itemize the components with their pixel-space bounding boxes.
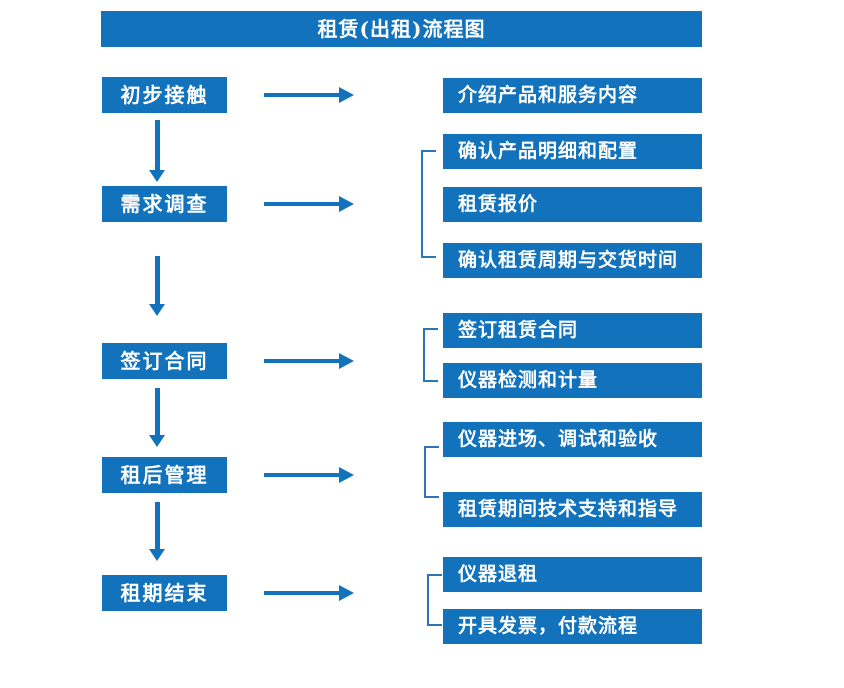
group-bracket xyxy=(421,150,436,258)
group-bracket xyxy=(427,574,442,626)
right-arrow-head xyxy=(339,196,354,212)
stage-box-sign-contract: 签订合同 xyxy=(102,343,227,379)
right-arrow xyxy=(264,196,354,212)
down-arrow xyxy=(149,120,165,182)
output-box-rental-quote: 租赁报价 xyxy=(443,187,702,222)
right-arrow xyxy=(264,353,354,369)
down-arrow-head xyxy=(149,170,165,182)
output-box-instrument-return: 仪器退租 xyxy=(443,557,702,592)
down-arrow-head xyxy=(149,435,165,447)
output-box-instrument-testing: 仪器检测和计量 xyxy=(443,363,702,398)
down-arrow-head xyxy=(149,304,165,316)
down-arrow xyxy=(149,256,165,316)
right-arrow xyxy=(264,87,354,103)
right-arrow xyxy=(264,585,354,601)
group-bracket xyxy=(424,446,439,498)
right-arrow-head xyxy=(339,585,354,601)
right-arrow-shaft xyxy=(264,202,340,206)
stage-box-rental-end: 租期结束 xyxy=(102,575,227,611)
flowchart-title: 租赁(出租)流程图 xyxy=(101,11,702,47)
down-arrow-shaft xyxy=(155,256,160,304)
down-arrow-head xyxy=(149,549,165,561)
stage-box-initial-contact: 初步接触 xyxy=(102,77,227,113)
right-arrow-shaft xyxy=(264,473,340,477)
group-bracket xyxy=(423,328,438,382)
right-arrow-shaft xyxy=(264,359,340,363)
output-box-invoice-payment: 开具发票，付款流程 xyxy=(443,609,702,644)
right-arrow-head xyxy=(339,87,354,103)
down-arrow-shaft xyxy=(155,120,160,170)
right-arrow-shaft xyxy=(264,93,340,97)
stage-box-post-rental-management: 租后管理 xyxy=(102,457,227,493)
output-box-confirm-details: 确认产品明细和配置 xyxy=(443,134,702,169)
stage-box-demand-survey: 需求调查 xyxy=(102,186,227,222)
output-box-confirm-period: 确认租赁周期与交货时间 xyxy=(443,243,702,278)
output-box-instrument-entry: 仪器进场、调试和验收 xyxy=(443,422,702,457)
right-arrow-head xyxy=(339,467,354,483)
output-box-sign-rental-contract: 签订租赁合同 xyxy=(443,313,702,348)
down-arrow-shaft xyxy=(155,388,160,435)
down-arrow xyxy=(149,388,165,447)
right-arrow-shaft xyxy=(264,591,340,595)
down-arrow-shaft xyxy=(155,502,160,549)
output-box-tech-support: 租赁期间技术支持和指导 xyxy=(443,492,702,527)
output-box-intro-products: 介绍产品和服务内容 xyxy=(443,78,702,113)
down-arrow xyxy=(149,502,165,561)
right-arrow-head xyxy=(339,353,354,369)
right-arrow xyxy=(264,467,354,483)
